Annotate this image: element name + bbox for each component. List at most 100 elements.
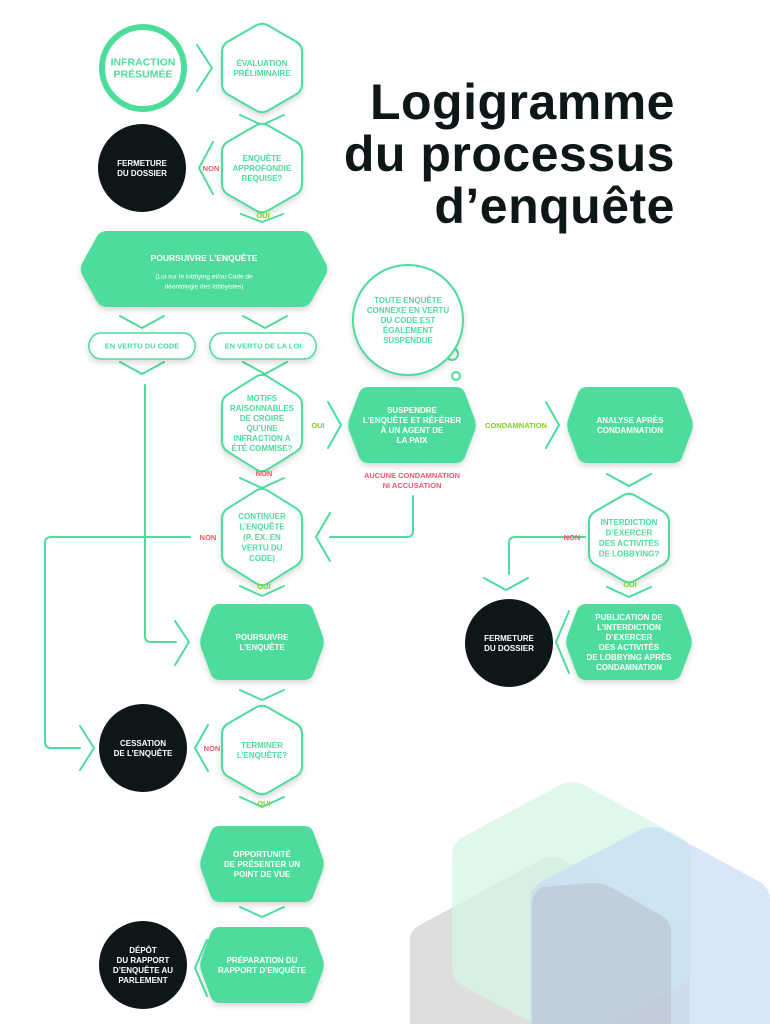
- node-report-prep-label-line: RAPPORT D’ENQUÊTE: [218, 966, 307, 975]
- node-publish-label-line: DES ACTIVITÉS: [599, 643, 660, 652]
- node-pursue2-label-line: POURSUIVRE: [236, 633, 290, 642]
- edge-label-yes-ban: OUI: [623, 580, 636, 589]
- node-thought-label-line: ÉGALEMENT: [383, 326, 433, 335]
- node-q-ban-label-line: D’EXERCER: [606, 529, 653, 538]
- node-pursue-main-label-line: POURSUIVRE L’ENQUÊTE: [151, 252, 258, 263]
- node-report-tabled-label-line: DU RAPPORT: [117, 956, 170, 965]
- edge-label-line: NON: [564, 533, 581, 542]
- edge-label-line: NON: [203, 164, 220, 173]
- chevron-down-icon: [242, 361, 288, 375]
- node-q-grounds-label-line: RAISONNABLES: [230, 404, 295, 413]
- node-opportunity-label-line: DE PRÉSENTER UN: [224, 860, 300, 869]
- chevron-right-icon: [174, 620, 190, 666]
- process-hexagon-shape: [348, 387, 476, 463]
- edge-label-yes-finish: OUI: [257, 799, 270, 808]
- line-noconviction-to-continue: [329, 495, 414, 538]
- terminal-circle-shape: [99, 921, 187, 1009]
- chevron-down-icon: [240, 213, 284, 223]
- node-q-further-label-line: APPROFONDIE: [233, 164, 292, 173]
- title-line-3: d’enquête: [434, 178, 675, 234]
- node-by-law-label: EN VERTU DE LA LOI: [225, 342, 302, 351]
- start-circle-shape: [99, 24, 187, 112]
- edge-label-line: OUI: [257, 799, 270, 808]
- edge-label-line: OUI: [311, 421, 324, 430]
- node-thought-label-line: DU CODE EST: [381, 316, 436, 325]
- node-q-grounds-label-line: DE CROIRE: [240, 414, 285, 423]
- decision-hexagon-shape: [221, 373, 303, 473]
- node-publish-label-line: DE LOBBYING APRÈS: [586, 653, 672, 662]
- node-q-further-label-line: ENQUÊTE: [243, 154, 282, 163]
- thought-bubble-shape: [352, 264, 464, 376]
- decision-hexagon-shape: [221, 487, 303, 587]
- node-thought-label-line: SUSPENDUE: [383, 336, 433, 345]
- chevron-down-icon: [119, 315, 165, 329]
- node-pursue-main-sublabel-line: (Loi sur le lobbying et/ou Code de: [155, 273, 253, 280]
- chevron-right-icon: [196, 44, 213, 92]
- node-q-grounds-label-line: INFRACTION A: [233, 434, 290, 443]
- node-cessation-label-line: CESSATION: [120, 739, 166, 748]
- node-thought-label-line: CONNEXE EN VERTU: [367, 306, 449, 315]
- chevron-right-icon: [327, 401, 342, 449]
- node-q-ban-label-line: INTERDICTION: [601, 518, 658, 527]
- node-by-law[interactable]: EN VERTU DE LA LOI: [208, 332, 318, 360]
- node-close1-label-line: FERMETURE: [117, 159, 167, 168]
- chevron-left-icon: [315, 512, 331, 562]
- chevron-right-icon: [545, 401, 560, 449]
- chevron-down-icon: [242, 315, 288, 329]
- edge-label-no-grounds: NON: [256, 469, 273, 478]
- process-hexagon-shape: [566, 604, 692, 680]
- node-by-code[interactable]: EN VERTU DU CODE: [87, 332, 197, 360]
- node-suspend-label-line: SUSPENDRE: [387, 406, 437, 415]
- node-close2-label-line: FERMETURE: [484, 634, 534, 643]
- title-line-2: du processus: [343, 126, 675, 182]
- chevron-left-icon: [194, 939, 208, 997]
- node-pursue-main-label: POURSUIVRE L’ENQUÊTE: [151, 252, 258, 263]
- node-report-tabled-label-line: PARLEMENT: [118, 976, 167, 985]
- node-report-tabled-label-line: D’ENQUÊTE AU: [113, 966, 173, 975]
- node-by-code-label: EN VERTU DU CODE: [105, 342, 180, 351]
- chevron-down-icon: [606, 586, 652, 598]
- node-suspend-label-line: LA PAIX: [397, 436, 428, 445]
- node-opportunity-label-line: OPPORTUNITÉ: [233, 850, 291, 859]
- node-q-continue-label-line: (P. EX. EN: [243, 533, 281, 542]
- edge-label-line: OUI: [257, 582, 270, 591]
- node-thought-label-line: TOUTE ENQUÊTE: [374, 296, 443, 305]
- node-close2-label-line: DU DOSSIER: [484, 644, 534, 653]
- process-hexagon-shape: [567, 387, 693, 463]
- node-q-ban-label-line: DES ACTIVITÉS: [599, 539, 660, 548]
- edge-label-no-further: NON: [203, 164, 220, 173]
- node-q-continue-label-line: L’ENQUÊTE: [239, 522, 285, 531]
- node-pursue-main[interactable]: POURSUIVRE L’ENQUÊTE (Loi sur le lobbying…: [80, 231, 328, 307]
